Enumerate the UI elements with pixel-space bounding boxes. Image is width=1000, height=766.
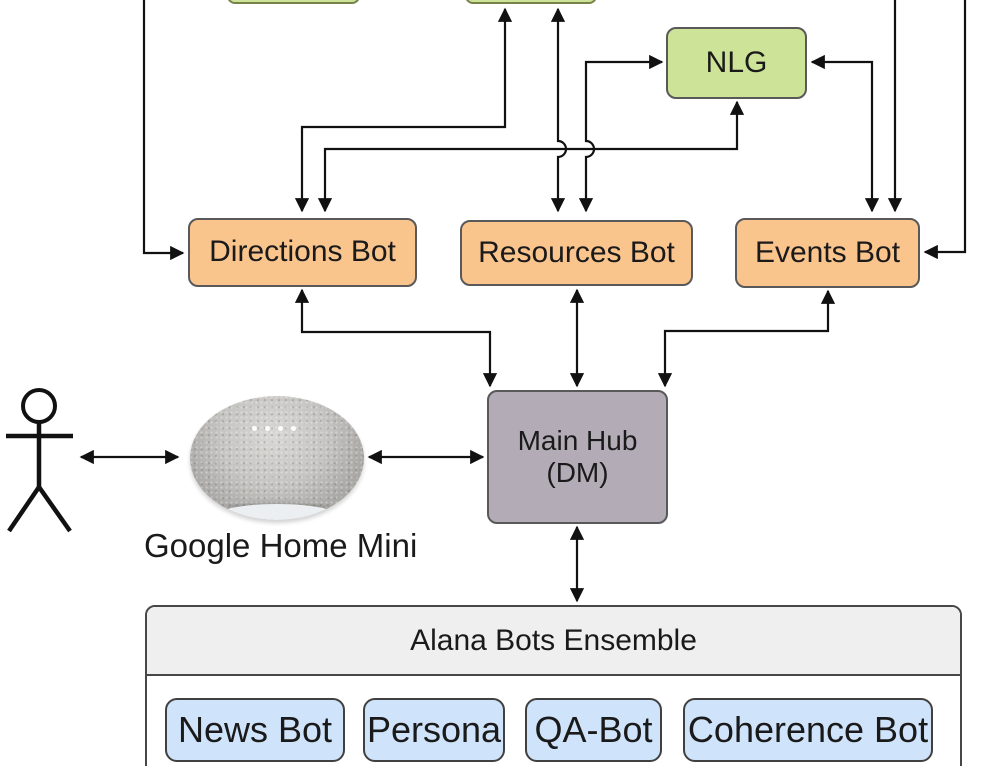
device-base	[214, 504, 340, 520]
main-hub-node: Main Hub (DM)	[487, 390, 668, 524]
edge-events-hub	[657, 289, 836, 388]
resources-bot-node: Resources Bot	[460, 220, 693, 286]
news-bot-node: News Bot	[165, 698, 345, 762]
device-led-dots	[252, 426, 296, 431]
edge-directions-topbox2	[294, 7, 513, 213]
alana-ensemble-header: Alana Bots Ensemble	[147, 607, 960, 676]
persona-bot-label: Persona	[366, 709, 502, 750]
device-caption: Google Home Mini	[144, 527, 418, 564]
nlg-node: NLG	[666, 27, 807, 99]
edge-nlg-resources	[578, 54, 664, 213]
nlg-label: NLG	[705, 45, 768, 79]
main-hub-line2: (DM)	[546, 457, 609, 488]
edge-top-to-directions	[142, 0, 185, 261]
alana-ensemble-title: Alana Bots Ensemble	[410, 623, 697, 657]
edge-directions-nlg	[317, 100, 745, 213]
top-box-right	[465, 0, 597, 4]
events-bot-label: Events Bot	[754, 235, 901, 269]
coherence-bot-node: Coherence Bot	[683, 698, 933, 762]
user-stick-figure	[6, 388, 73, 533]
events-bot-node: Events Bot	[735, 218, 920, 288]
news-bot-label: News Bot	[177, 709, 333, 750]
edge-nlg-events	[810, 54, 880, 213]
google-home-mini-image	[190, 396, 364, 520]
edge-top-to-events-right	[923, 0, 967, 260]
edge-directions-hub	[294, 288, 498, 388]
main-hub-label: Main Hub (DM)	[518, 425, 638, 489]
top-box-left	[227, 0, 360, 4]
directions-bot-label: Directions Bot	[209, 235, 396, 269]
resources-bot-label: Resources Bot	[478, 235, 675, 269]
qa-bot-label: QA-Bot	[534, 709, 653, 750]
edge-resources-topbox2	[550, 7, 568, 213]
main-hub-line1: Main Hub	[517, 424, 638, 456]
qa-bot-node: QA-Bot	[525, 698, 662, 762]
coherence-bot-label: Coherence Bot	[687, 709, 929, 750]
persona-bot-node: Persona	[363, 698, 505, 762]
directions-bot-node: Directions Bot	[188, 218, 417, 287]
